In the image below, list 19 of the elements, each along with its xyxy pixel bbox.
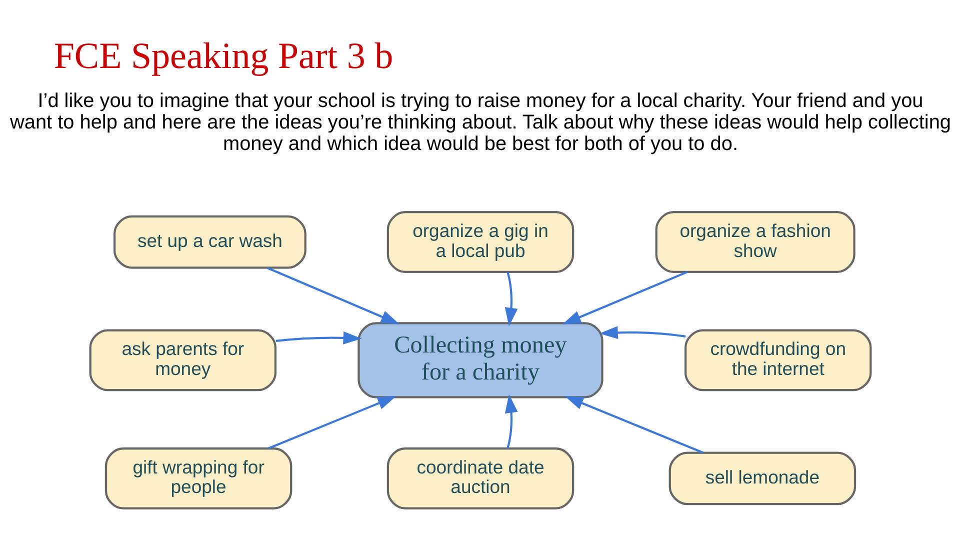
node-box: crowdfunding on the internet [684,328,872,391]
node-box: set up a car wash [112,214,306,268]
arrow [564,396,704,454]
arrow [504,394,518,448]
arrow [275,330,362,344]
node-box: organize a fashion show [654,210,855,272]
arrow [268,396,396,449]
node-box: sell lemonade [668,451,856,505]
arrow [562,270,688,324]
diagram-title: FCE Speaking Part 3 b [53,36,393,77]
arrow [598,326,686,339]
node-box: organize a gig in a local pub [386,210,574,272]
node-box: Collecting money for a charity [357,322,603,398]
label: I’d like you to imagine that your school is trying to raise money for a local charity. Your friend and you want to help and here are the ideas you’re thinking about. Talk about why these ideas would help collecting money and which idea would be best for both of you to do. [9,90,951,154]
node-box: coordinate date auction [386,446,574,509]
arrow [266,266,399,324]
node-box: gift wrapping for people [104,446,292,509]
node-box: ask parents for money [88,328,276,391]
arrow [504,271,518,326]
